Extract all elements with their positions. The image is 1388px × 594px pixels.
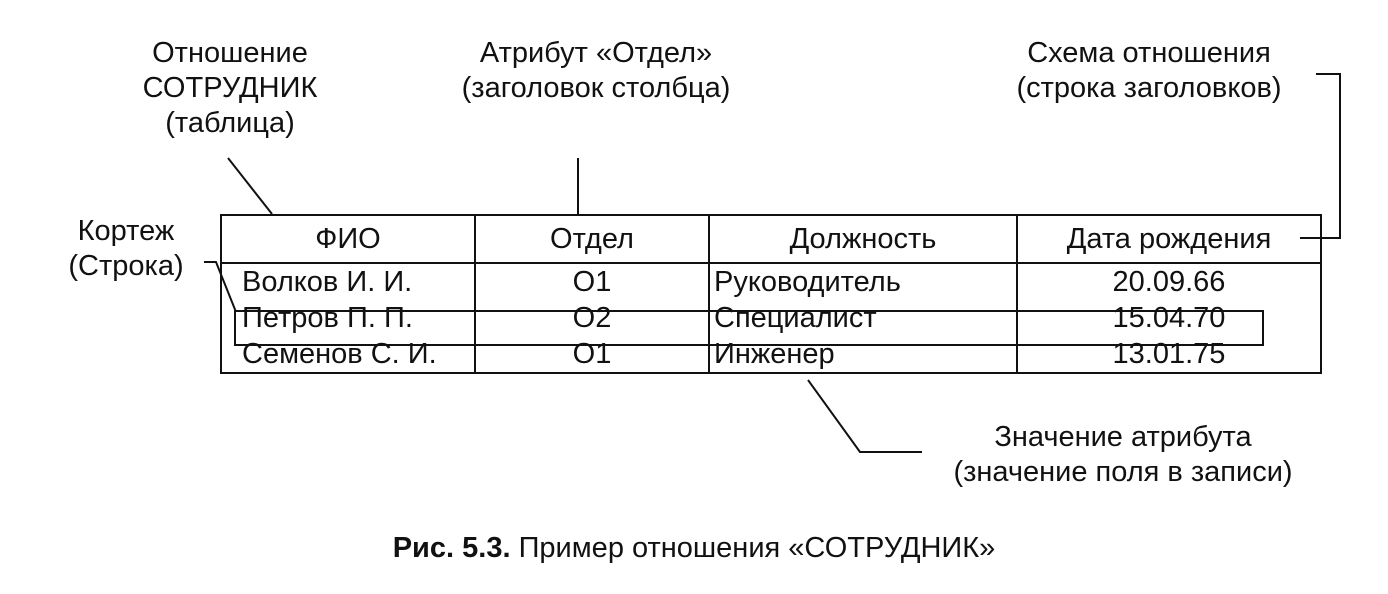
figure-caption-text: Пример отношения «СОТРУДНИК»	[518, 532, 996, 564]
cell-department: О2	[474, 300, 710, 336]
relation-label-line1: Отношение	[152, 37, 308, 69]
table-row: Волков И. И. О1 Руководитель 20.09.66	[220, 263, 1322, 300]
cell-position: Руководитель	[708, 263, 1018, 300]
relation-table: ФИО Отдел Должность Дата рождения Волков…	[220, 214, 1322, 374]
value-label-line1: Значение атрибута	[994, 421, 1252, 453]
column-header-fio: ФИО	[220, 215, 476, 264]
tuple-label-line1: Кортеж	[77, 215, 175, 247]
figure-caption: Рис. 5.3. Пример отношения «СОТРУДНИК»	[0, 532, 1388, 565]
value-leader-line	[807, 379, 922, 453]
attribute-label-line1: Атрибут «Отдел»	[479, 37, 713, 69]
column-header-birthdate: Дата рождения	[1016, 215, 1322, 264]
attribute-label-line2: (заголовок столбца)	[461, 72, 731, 104]
schema-header-row: ФИО Отдел Должность Дата рождения	[220, 215, 1322, 264]
cell-birthdate: 15.04.70	[1016, 300, 1322, 336]
cell-fio: Петров П. П.	[220, 300, 476, 336]
cell-birthdate: 20.09.66	[1016, 263, 1322, 300]
cell-birthdate: 13.01.75	[1016, 336, 1322, 373]
cell-position: Инженер	[708, 336, 1018, 373]
cell-fio: Волков И. И.	[220, 263, 476, 300]
schema-label-line1: Схема отношения	[1027, 37, 1271, 69]
figure-number: Рис. 5.3.	[392, 532, 511, 564]
schema-label: Схема отношения (строка заголовков)	[986, 36, 1312, 106]
attribute-label: Атрибут «Отдел» (заголовок столбца)	[426, 36, 766, 106]
tuple-highlight-box	[234, 310, 1264, 346]
cell-fio: Семенов С. И.	[220, 336, 476, 373]
tuple-label-line2: (Строка)	[68, 250, 184, 282]
column-header-position: Должность	[708, 215, 1018, 264]
table-row: Семенов С. И. О1 Инженер 13.01.75	[220, 336, 1322, 373]
schema-leader-line	[1300, 73, 1341, 239]
relation-label-line2: СОТРУДНИК	[142, 72, 318, 104]
value-label-line2: (значение поля в записи)	[953, 456, 1293, 488]
relation-label: Отношение СОТРУДНИК (таблица)	[130, 36, 330, 141]
table-row: Петров П. П. О2 Специалист 15.04.70	[220, 300, 1322, 336]
relation-label-line3: (таблица)	[165, 107, 295, 139]
tuple-label: Кортеж (Строка)	[52, 214, 200, 284]
value-label: Значение атрибута (значение поля в запис…	[916, 420, 1330, 490]
relation-leader-line	[227, 157, 273, 215]
cell-position: Специалист	[708, 300, 1018, 336]
schema-label-line2: (строка заголовков)	[1016, 72, 1282, 104]
column-header-department: Отдел	[474, 215, 710, 264]
cell-department: О1	[474, 336, 710, 373]
tuple-leader-line	[204, 261, 237, 313]
cell-department: О1	[474, 263, 710, 300]
